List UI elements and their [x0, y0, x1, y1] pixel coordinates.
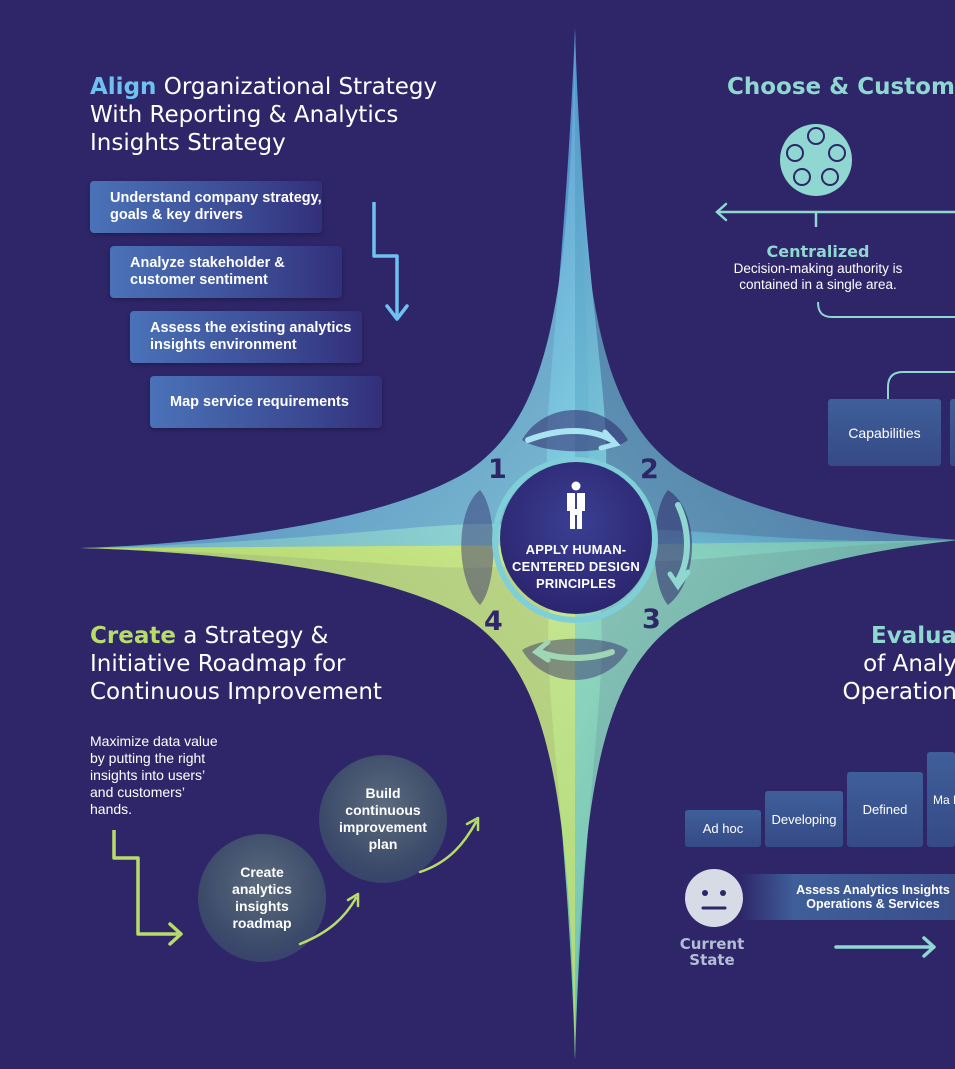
capabilities-box: Capabilities: [828, 399, 941, 466]
align-highlight: Align: [90, 74, 157, 100]
maturity-level-developing: Developing: [765, 791, 843, 847]
create-desc: Maximize data value by putting the right…: [90, 733, 218, 817]
evaluate-title-line-1: Evalua: [870, 623, 955, 649]
create-title-line-3: Continuous Improvement: [90, 679, 382, 705]
step-number-3: 3: [642, 604, 661, 635]
create-title-rest: a Strategy &: [175, 623, 329, 649]
step-number-4: 4: [484, 606, 503, 637]
create-title-line-2: Initiative Roadmap for: [90, 651, 346, 677]
create-highlight: Create: [90, 623, 176, 649]
improvement-plan-circle: Build continuous improvement plan: [319, 755, 447, 883]
center-text: APPLY HUMAN-CENTERED DESIGN PRINCIPLES: [512, 542, 640, 591]
person-icon: [567, 481, 585, 529]
align-down-arrow-icon: [372, 202, 409, 321]
align-step-2: Analyze stakeholder & customer sentiment: [110, 246, 342, 298]
capabilities-next-box: [950, 399, 955, 466]
create-circle-1-text: Create analytics insights roadmap: [232, 864, 292, 931]
align-heading: Align Organizational Strategy With Repor…: [90, 73, 490, 157]
progress-arrow-icon: [834, 936, 936, 958]
align-step-4: Map service requirements: [150, 376, 382, 428]
maturity-level-managed: Ma Mea: [927, 752, 955, 847]
centralized-model-graphic: [715, 124, 955, 318]
centralized-block: Centralized Decision-making authority is…: [727, 242, 909, 293]
current-state-label: Current State: [679, 935, 745, 969]
centralized-label: Centralized: [766, 242, 870, 261]
growth-arrows-icon: [298, 816, 480, 946]
choose-title: Choose & Customiz: [727, 74, 955, 100]
step-number-1: 1: [488, 454, 507, 485]
step-number-2: 2: [640, 454, 659, 485]
create-right-arrow-icon: [112, 830, 183, 946]
centralized-desc: Decision-making authority is contained i…: [733, 261, 903, 292]
neutral-face-icon: [685, 869, 743, 927]
assess-bar: Assess Analytics Insights Operations & S…: [740, 874, 955, 920]
create-roadmap-circle: Create analytics insights roadmap: [198, 834, 326, 962]
maturity-level-defined: Defined: [847, 772, 923, 847]
align-step-1: Understand company strategy, goals & key…: [90, 181, 322, 233]
evaluate-title-line-2: of Analy: [863, 651, 955, 677]
align-title-line-3: Insights Strategy: [90, 130, 286, 156]
create-heading: Create a Strategy & Initiative Roadmap f…: [90, 622, 490, 706]
maturity-level-ad-hoc: Ad hoc: [685, 810, 761, 847]
capabilities-connector: [887, 371, 955, 401]
align-title-rest: Organizational Strategy: [156, 74, 438, 100]
choose-heading: Choose & Customiz: [727, 73, 955, 101]
evaluate-title-line-3: Operation: [842, 679, 955, 705]
center-circle: APPLY HUMAN-CENTERED DESIGN PRINCIPLES: [500, 462, 652, 614]
assess-label: Assess Analytics Insights Operations & S…: [796, 883, 950, 911]
create-circle-2-text: Build continuous improvement plan: [339, 785, 427, 852]
align-step-3: Assess the existing analytics insights e…: [130, 311, 362, 363]
evaluate-heading: Evalua of Analy Operation: [790, 622, 955, 706]
align-title-line-2: With Reporting & Analytics: [90, 102, 399, 128]
